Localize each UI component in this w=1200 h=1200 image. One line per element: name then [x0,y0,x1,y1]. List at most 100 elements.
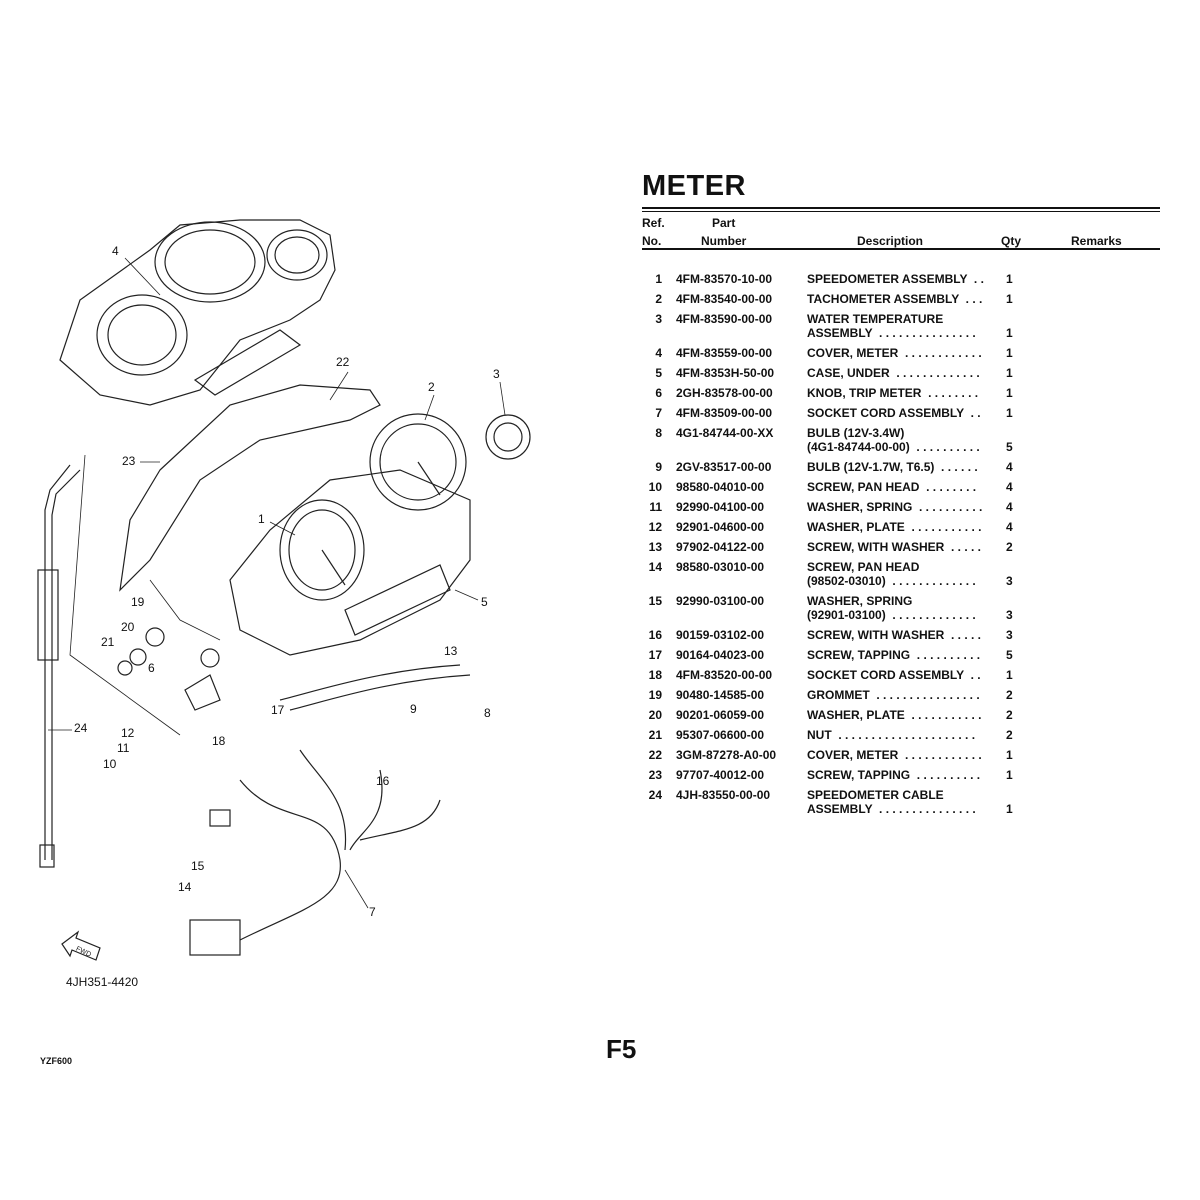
part-number: 97707-40012-00 [676,768,765,782]
quantity: 4 [1006,480,1013,494]
callout-17: 17 [271,703,285,717]
header-ref-2: No. [642,234,662,248]
callout-21: 21 [101,635,115,649]
quantity: 1 [1006,346,1013,360]
part-number: 4FM-83509-00-00 [676,406,773,420]
parts-table: 1 4FM-83570-10-00 SPEEDOMETER ASSEMBLY . .… [642,272,1162,822]
part-number: 4FM-83570-10-00 [676,272,773,286]
description: SCREW, PAN HEAD (98502-03010) . . . . . … [807,560,976,588]
quantity: 3 [1006,608,1013,622]
description: SPEEDOMETER ASSEMBLY . . [807,272,984,286]
description: SOCKET CORD ASSEMBLY . . [807,406,981,420]
quantity: 1 [1006,406,1013,420]
callout-5: 5 [481,595,488,609]
table-row: 21 95307-06600-00 NUT . . . . . . . . . . … [642,728,1162,742]
quantity: 1 [1006,326,1013,340]
header-rule [642,248,1160,250]
description: SPEEDOMETER CABLE ASSEMBLY . . . . . . .… [807,788,976,816]
part-number: 4G1-84744-00-XX [676,426,774,440]
part-number: 4FM-83559-00-00 [676,346,773,360]
description: BULB (12V-1.7W, T6.5) . . . . . . [807,460,978,474]
header-part-1: Part [712,216,736,230]
table-row: 5 4FM-8353H-50-00 CASE, UNDER . . . . . . … [642,366,1162,380]
part-number: 2GH-83578-00-00 [676,386,773,400]
ref-no: 23 [648,768,662,782]
callout-14: 14 [178,880,192,894]
ref-no: 6 [655,386,662,400]
callout-16: 16 [376,774,390,788]
title-rule [642,207,1160,212]
part-number: 90480-14585-00 [676,688,765,702]
description: KNOB, TRIP METER . . . . . . . . [807,386,979,400]
ref-no: 21 [648,728,662,742]
part-number: 98580-03010-00 [676,560,765,574]
part-number: 92990-04100-00 [676,500,765,514]
callout-6: 6 [148,661,155,675]
callout-9: 9 [410,702,417,716]
quantity: 2 [1006,728,1013,742]
table-row: 6 2GH-83578-00-00 KNOB, TRIP METER . . . .… [642,386,1162,400]
ref-no: 11 [649,500,662,514]
description: NUT . . . . . . . . . . . . . . . . . . … [807,728,976,742]
description: WASHER, SPRING . . . . . . . . . . [807,500,983,514]
fwd-arrow-icon [61,930,101,961]
ref-no: 15 [648,594,662,608]
ref-no: 9 [655,460,662,474]
ref-no: 24 [648,788,662,802]
model-label: YZF600 [40,1056,73,1066]
quantity: 1 [1006,768,1013,782]
part-number: 90201-06059-00 [676,708,765,722]
part-number: 97902-04122-00 [676,540,765,554]
quantity: 1 [1006,292,1013,306]
ref-no: 18 [648,668,662,682]
description: WASHER, SPRING (92901-03100) . . . . . .… [807,594,976,622]
header-part-2: Number [701,234,747,248]
description: WASHER, PLATE . . . . . . . . . . . [807,708,982,722]
ref-no: 16 [648,628,662,642]
ref-no: 10 [648,480,662,494]
table-row: 7 4FM-83509-00-00 SOCKET CORD ASSEMBLY . .… [642,406,1162,420]
quantity: 1 [1006,386,1013,400]
callout-22: 22 [336,355,350,369]
ref-no: 5 [655,366,662,380]
part-number: 4FM-83520-00-00 [676,668,773,682]
part-number: 90164-04023-00 [676,648,765,662]
callout-24: 24 [74,721,88,735]
diagram-code: 4JH351-4420 [66,975,139,989]
ref-no: 4 [655,346,662,360]
page-number: F5 [606,1034,637,1064]
quantity: 2 [1006,708,1013,722]
part-number: 95307-06600-00 [676,728,765,742]
description: CASE, UNDER . . . . . . . . . . . . . [807,366,980,380]
quantity: 4 [1006,500,1013,514]
callout-18: 18 [212,734,226,748]
ref-no: 7 [655,406,662,420]
quantity: 1 [1006,272,1013,286]
callout-13: 13 [444,644,458,658]
header-qty: Qty [1001,234,1022,248]
quantity: 4 [1006,520,1013,534]
part-number: 4FM-8353H-50-00 [676,366,775,380]
callout-20: 20 [121,620,135,634]
callout-7: 7 [369,905,376,919]
callout-1: 1 [258,512,265,526]
table-row: 1 4FM-83570-10-00 SPEEDOMETER ASSEMBLY . .… [642,272,1162,286]
ref-no: 1 [655,272,662,286]
ref-no: 14 [648,560,662,574]
part-number: 4FM-83590-00-00 [676,312,773,326]
ref-no: 3 [655,312,662,326]
